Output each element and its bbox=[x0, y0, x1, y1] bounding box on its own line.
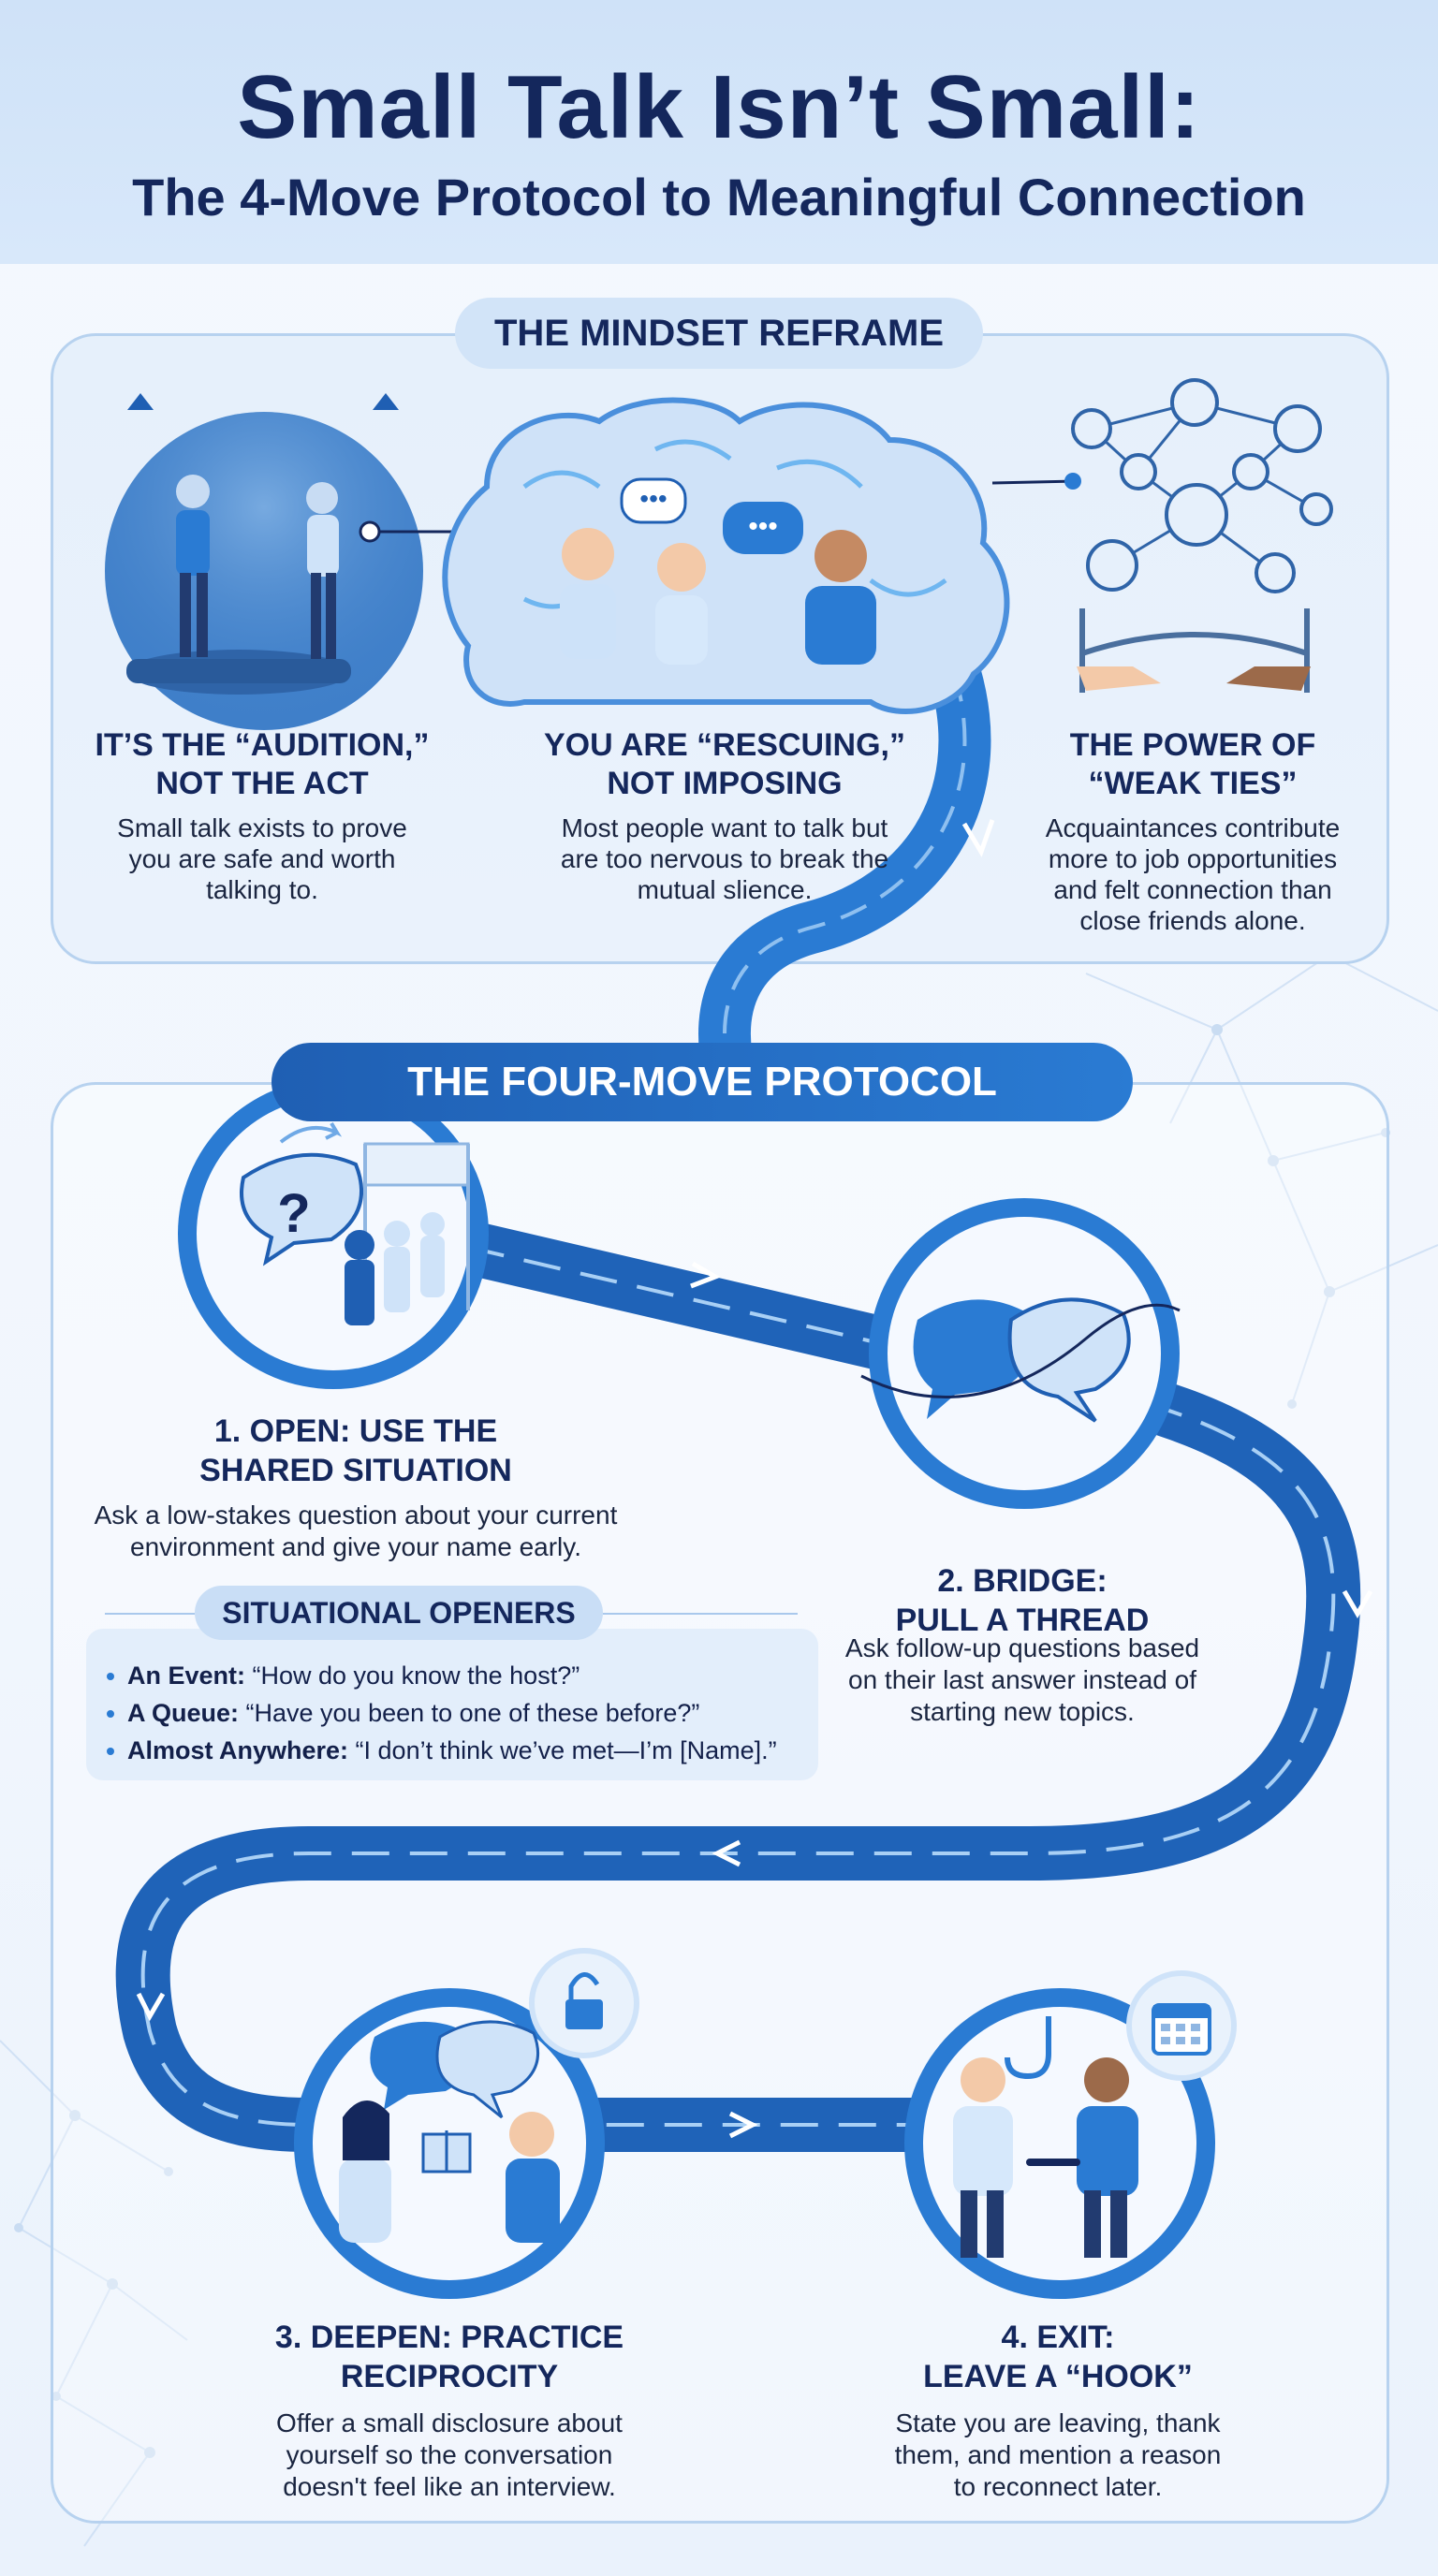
spotlight-stage-icon bbox=[105, 393, 506, 730]
svg-text:?: ? bbox=[277, 1183, 310, 1244]
col-2-title: YOU ARE “RESCUING,” NOT IMPOSING bbox=[543, 727, 905, 801]
opener-item: Almost Anywhere: “I don’t think we’ve me… bbox=[107, 1732, 818, 1769]
protocol-heading: THE FOUR-MOVE PROTOCOL bbox=[271, 1043, 1133, 1121]
brain-people-icon: ••• ••• bbox=[442, 397, 1010, 714]
openers-heading: SITUATIONAL OPENERS bbox=[195, 1586, 603, 1640]
step-1-title: 1. OPEN: USE THE SHARED SITUATION bbox=[199, 1413, 512, 1488]
openers-list: An Event: “How do you know the host?” A … bbox=[107, 1657, 818, 1769]
col-2-body: Most people want to talk but are too ner… bbox=[560, 813, 889, 904]
col-3-body: Acquaintances contribute more to job opp… bbox=[1045, 813, 1341, 935]
step-4-circle bbox=[904, 1970, 1237, 2299]
step-3-body: Offer a small disclosure about yourself … bbox=[276, 2408, 623, 2501]
svg-text:•••: ••• bbox=[748, 511, 778, 542]
step-3-circle bbox=[294, 1948, 639, 2299]
step-2-body: Ask follow-up questions based on their l… bbox=[844, 1633, 1200, 1726]
network-bridge-icon bbox=[991, 378, 1333, 693]
step-2-title: 2. BRIDGE: PULL A THREAD bbox=[895, 1563, 1150, 1638]
step-3-title: 3. DEEPEN: PRACTICE RECIPROCITY bbox=[274, 2320, 624, 2394]
col-1-body: Small talk exists to prove you are safe … bbox=[117, 813, 407, 904]
step-1-circle: ? bbox=[178, 1078, 489, 1389]
step-1-body: Ask a low-stakes question about your cur… bbox=[94, 1500, 618, 1561]
col-1-title: IT’S THE “AUDITION,” NOT THE ACT bbox=[95, 727, 430, 801]
step-4-title: 4. EXIT: LEAVE A “HOOK” bbox=[923, 2320, 1193, 2394]
header-banner: Small Talk Isn’t Small: The 4-Move Proto… bbox=[0, 0, 1438, 264]
opener-item: A Queue: “Have you been to one of these … bbox=[107, 1694, 818, 1732]
step-2-circle bbox=[860, 1198, 1181, 1509]
openers-box bbox=[86, 1629, 818, 1780]
page-title: Small Talk Isn’t Small: bbox=[237, 57, 1201, 157]
col-3-title: THE POWER OF “WEAK TIES” bbox=[1069, 727, 1316, 801]
step-4-body: State you are leaving, thank them, and m… bbox=[894, 2408, 1222, 2501]
opener-item: An Event: “How do you know the host?” bbox=[107, 1657, 818, 1694]
mindset-heading: THE MINDSET REFRAME bbox=[455, 298, 983, 369]
page-subtitle: The 4-Move Protocol to Meaningful Connec… bbox=[132, 168, 1306, 227]
openers-rule-left bbox=[105, 1613, 195, 1615]
openers-rule-right bbox=[603, 1613, 798, 1615]
svg-text:•••: ••• bbox=[639, 484, 667, 513]
